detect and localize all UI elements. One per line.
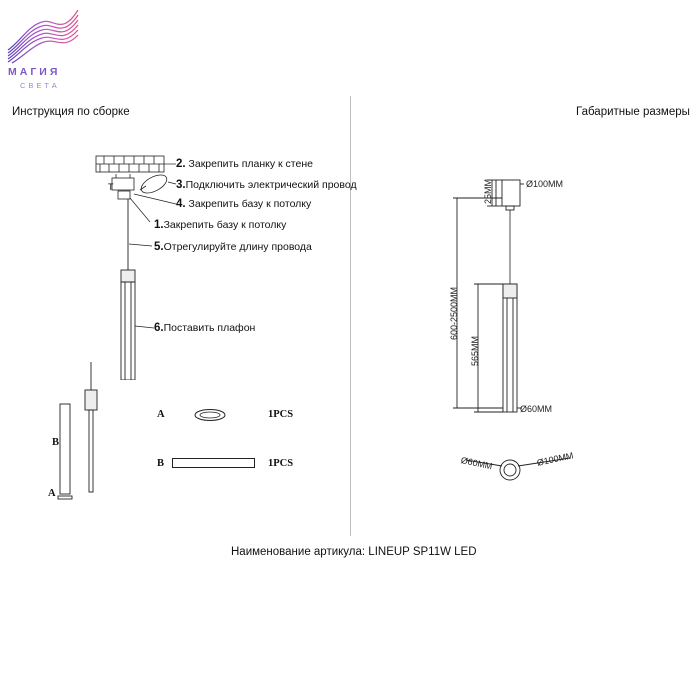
mounting-plate-icon — [111, 174, 168, 200]
brand-wave-icon — [7, 9, 79, 64]
step-1: 1.Закрепить базу к потолку — [154, 219, 287, 231]
part-b-qty: 1PCS — [268, 458, 294, 469]
brand-logo: МАГИЯ СВЕТА — [4, 4, 84, 94]
side-label-a: A — [48, 488, 56, 499]
center-divider — [350, 96, 351, 536]
dimension-drawing — [453, 179, 571, 481]
dim-base-height: 25MM — [483, 178, 493, 204]
side-label-b: B — [52, 437, 60, 448]
part-a-side — [57, 495, 73, 500]
assembly-drawing — [95, 155, 177, 380]
dim-cable-length: 600-2500MM — [449, 286, 459, 340]
part-b-letter: B — [157, 458, 165, 469]
part-a-qty: 1PCS — [268, 409, 294, 420]
step-6: 6.Поставить плафон — [154, 322, 256, 334]
dim-shade-diameter: Ø60MM — [520, 404, 553, 414]
brand-tagline: СВЕТА — [20, 81, 60, 90]
parts-side-drawing — [57, 362, 98, 500]
article-name: Наименование артикула: LINEUP SP11W LED — [231, 546, 477, 558]
shade-tube-part — [172, 458, 255, 468]
dim-base-diameter: Ø100MM — [526, 179, 564, 189]
step-4: 4. Закрепить базу к потолку — [176, 198, 312, 210]
step-2: 2. Закрепить планку к стене — [176, 158, 313, 170]
dim-shade-length: 565MM — [470, 335, 480, 366]
wall-brick-icon — [95, 155, 165, 173]
dimensions-heading: Габаритные размеры — [576, 106, 690, 118]
shade-tube-icon — [120, 269, 136, 380]
shade-body — [502, 283, 518, 413]
ceiling-base — [495, 179, 521, 207]
ring-part-icon — [194, 409, 226, 421]
small-mark: T — [108, 182, 114, 192]
assembly-heading: Инструкция по сборке — [12, 106, 130, 118]
part-b-side — [59, 403, 71, 495]
bottom-view-icon — [465, 457, 571, 481]
part-a-letter: A — [157, 409, 165, 420]
step-5: 5.Отрегулируйте длину провода — [154, 241, 312, 253]
brand-name: МАГИЯ — [8, 66, 61, 78]
leader-lines — [128, 163, 177, 329]
step-3: 3.Подключить электрический провод — [176, 179, 357, 191]
